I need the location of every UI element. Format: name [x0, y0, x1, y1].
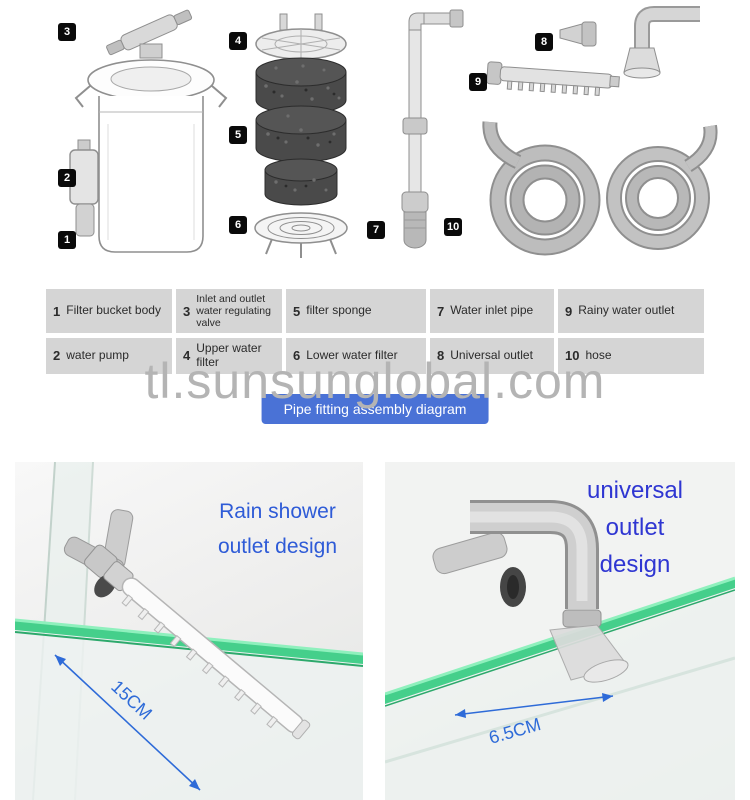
photo-rain-shower: 15CM Rain shower outlet design — [15, 462, 363, 800]
legend-item-label: Inlet and outlet water regulating valve — [196, 293, 271, 330]
lower-water-filter-illustration — [254, 212, 348, 258]
callout-8: 8 — [535, 33, 553, 51]
caption-line: universal — [586, 477, 684, 504]
legend-item-2: 2 water pump — [46, 338, 172, 374]
water-pump-illustration — [69, 139, 99, 237]
callout-1: 1 — [58, 231, 76, 249]
caption-line: Rain shower — [219, 500, 336, 523]
callout-6: 6 — [229, 216, 247, 234]
legend-item-1: 1 Filter bucket body — [46, 289, 172, 334]
legend-item-number: 7 — [437, 303, 445, 319]
rain-shower-bar — [84, 544, 311, 740]
legend-item-label: Upper water filter — [196, 341, 262, 369]
callout-7: 7 — [367, 221, 385, 239]
legend-item-label: Universal outlet — [450, 348, 533, 363]
legend-item-10: 10 hose — [558, 338, 704, 374]
callout-2: 2 — [58, 169, 76, 187]
legend-item-number: 9 — [565, 303, 573, 319]
legend-item-label: filter sponge — [306, 303, 372, 318]
caption-line: design — [599, 551, 671, 578]
universal-outlet-photo-art: 6.5CM — [385, 462, 735, 800]
legend-item-number: 2 — [53, 348, 61, 364]
callout-3: 3 — [58, 23, 76, 41]
legend-item-7: 7 Water inlet pipe — [430, 289, 554, 334]
legend-item-label: Water inlet pipe — [450, 303, 534, 318]
universal-outlet-fitting — [432, 500, 629, 683]
universal-outlet-illustration — [559, 6, 700, 79]
callout-9: 9 — [469, 73, 487, 91]
legend-item-number: 3 — [183, 303, 191, 319]
legend-item-5: 5 filter sponge — [286, 289, 426, 334]
callout-5: 5 — [229, 126, 247, 144]
rain-shower-caption: Rain shower outlet design — [195, 494, 360, 564]
assembly-diagram-banner: Pipe fitting assembly diagram — [261, 394, 489, 424]
callout-4: 4 — [229, 32, 247, 50]
legend-item-label: Lower water filter — [306, 348, 398, 363]
legend-item-6: 6 Lower water filter — [286, 338, 426, 374]
legend-item-label: Filter bucket body — [66, 303, 161, 318]
photo-universal-outlet: 6.5CM universal outlet design — [385, 462, 735, 800]
rain-shower-photo-art: 15CM — [15, 462, 363, 800]
legend-item-label: Rainy water outlet — [578, 303, 675, 318]
caption-line: outlet — [605, 514, 665, 541]
callout-10: 10 — [444, 218, 463, 236]
parts-diagram: 1 2 3 4 5 6 7 8 9 10 — [0, 0, 750, 286]
hoses-illustration — [482, 121, 718, 256]
water-inlet-pipe-illustration — [401, 9, 464, 249]
legend-item-number: 10 — [565, 348, 580, 364]
filter-bucket-illustration — [74, 9, 228, 253]
legend-item-9: 9 Rainy water outlet — [558, 289, 704, 334]
legend-item-label: water pump — [66, 348, 129, 363]
legend-item-4: 4 Upper water filter — [176, 338, 282, 374]
legend-item-number: 6 — [293, 348, 301, 364]
legend-item-3: 3 Inlet and outlet water regulating valv… — [176, 289, 282, 334]
legend-item-8: 8 Universal outlet — [430, 338, 554, 374]
upper-water-filter-illustration — [255, 13, 347, 60]
parts-diagram-art — [69, 6, 718, 258]
rain-bar-illustration — [486, 61, 620, 96]
legend-item-label: hose — [585, 348, 612, 363]
universal-outlet-caption: universal outlet design — [555, 472, 715, 583]
legend-item-number: 4 — [183, 348, 191, 364]
parts-legend: 1 Filter bucket body 3 Inlet and outlet … — [46, 289, 704, 374]
caption-line: outlet design — [217, 535, 338, 558]
filter-sponges-illustration — [255, 57, 347, 206]
legend-item-number: 5 — [293, 303, 301, 319]
legend-item-number: 1 — [53, 303, 61, 319]
legend-item-number: 8 — [437, 348, 445, 364]
